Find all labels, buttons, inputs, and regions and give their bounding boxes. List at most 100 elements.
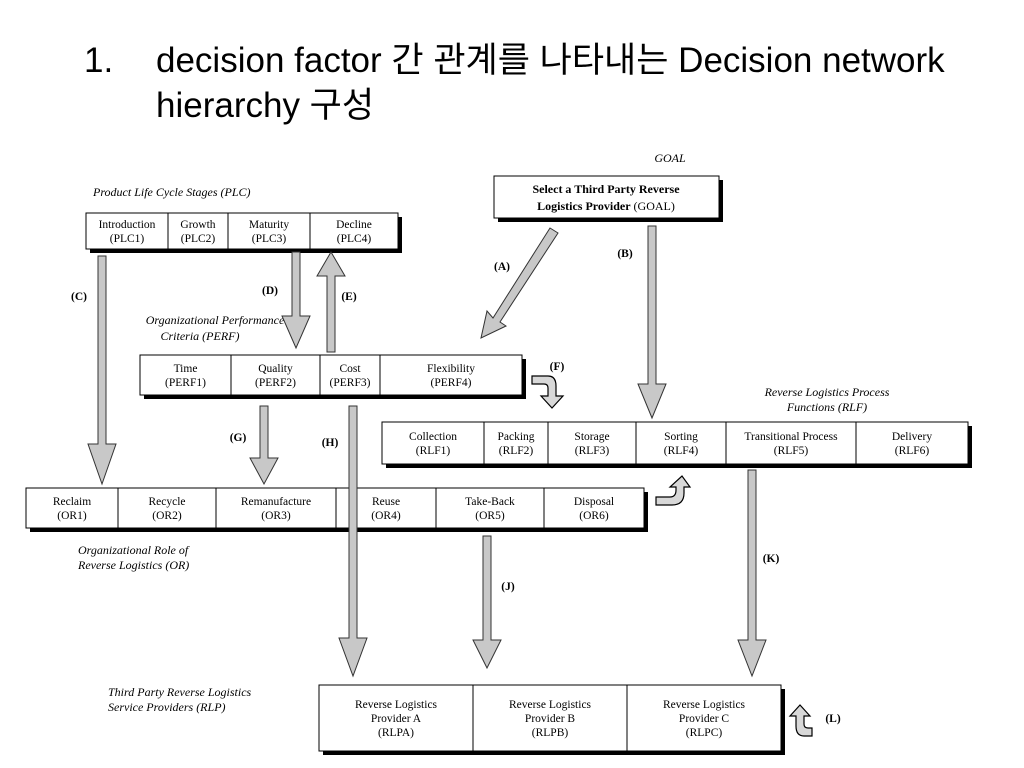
- rlf-cell-text: (RLF5): [774, 445, 809, 457]
- plc-cell-text: Maturity: [249, 219, 289, 231]
- perf-caption-line1: Organizational Performance: [146, 313, 285, 327]
- rlp-caption-line2: Service Providers (RLP): [108, 700, 226, 714]
- goal-caption: GOAL: [654, 151, 686, 165]
- label-b: (B): [617, 248, 633, 260]
- rlf-cell-text: (RLF4): [664, 445, 699, 457]
- label-e: (E): [341, 291, 357, 303]
- rlp-cell-text: Reverse Logistics: [355, 699, 438, 711]
- or-cell-text: (OR1): [57, 510, 87, 522]
- arrow-c: [87, 255, 117, 486]
- perf-cell-text: (PERF3): [330, 377, 371, 389]
- plc-box-group: Introduction (PLC1) Growth (PLC2) Maturity (P…: [85, 212, 402, 253]
- rlp-cell-text: Reverse Logistics: [663, 699, 746, 711]
- label-f: (F): [550, 361, 565, 373]
- label-k: (K): [763, 553, 780, 565]
- rlf-box-frame: [381, 421, 969, 465]
- or-cell-text: Take-Back: [465, 496, 515, 508]
- goal-line2-bold: Logistics Provider: [537, 199, 631, 213]
- rlp-box-frame: [318, 684, 782, 752]
- or-cell-text: Reclaim: [53, 496, 91, 508]
- or-box-frame: [25, 487, 645, 529]
- perf-cell-text: (PERF4): [431, 377, 472, 389]
- goal-line2-code: (GOAL): [631, 199, 675, 213]
- perf-cell-text: Flexibility: [427, 363, 475, 375]
- label-h: (H): [322, 437, 339, 449]
- or-cell-text: (OR2): [152, 510, 182, 522]
- label-j: (J): [501, 581, 515, 593]
- rlp-cell-text: (RLPA): [378, 727, 414, 739]
- arrow-k: [737, 469, 767, 678]
- plc-caption: Product Life Cycle Stages (PLC): [92, 185, 251, 199]
- rlf-caption-line1: Reverse Logistics Process: [764, 385, 890, 399]
- arrow-b: [637, 225, 667, 420]
- perf-cell-text: (PERF1): [165, 377, 206, 389]
- or-cell-text: Disposal: [574, 496, 614, 508]
- or-caption-line2: Reverse Logistics (OR): [77, 558, 189, 572]
- label-d: (D): [262, 285, 278, 297]
- rlf-cell-text: (RLF2): [499, 445, 534, 457]
- rlp-cell-text: Provider A: [371, 713, 422, 725]
- arrow-h: [338, 405, 368, 678]
- or-cell-text: (OR5): [475, 510, 505, 522]
- rlf-cell-text: (RLF3): [575, 445, 610, 457]
- arrow-j: [472, 535, 502, 670]
- label-c: (C): [71, 291, 87, 303]
- plc-cell-text: Decline: [336, 219, 372, 231]
- plc-cell-text: (PLC4): [337, 233, 372, 245]
- label-l: (L): [825, 713, 841, 725]
- slide-title: 1. decision factor 간 관계를 나타내는 Decision n…: [84, 38, 984, 128]
- or-cell-text: Remanufacture: [241, 496, 311, 508]
- arrow-d: [281, 251, 311, 350]
- rlf-cell-text: Storage: [574, 431, 609, 443]
- goal-line1: Select a Third Party Reverse: [532, 182, 680, 196]
- rlp-cell-text: (RLPB): [532, 727, 569, 739]
- slide-title-text: decision factor 간 관계를 나타내는 Decision netw…: [156, 41, 945, 125]
- label-a: (A): [494, 261, 510, 273]
- label-g: (G): [230, 432, 247, 444]
- or-caption-line1: Organizational Role of: [78, 543, 190, 557]
- rlp-cell-text: Reverse Logistics: [509, 699, 592, 711]
- rlf-caption-line2: Functions (RLF): [786, 400, 867, 414]
- or-cell-text: (OR4): [371, 510, 401, 522]
- perf-cell-text: Cost: [339, 363, 361, 375]
- or-cell-text: (OR3): [261, 510, 291, 522]
- rlf-cell-text: (RLF6): [895, 445, 930, 457]
- perf-cell-text: Quality: [258, 363, 293, 375]
- plc-cell-text: (PLC3): [252, 233, 287, 245]
- perf-caption-line2: Criteria (PERF): [161, 329, 240, 343]
- arrow-g: [249, 405, 279, 486]
- rlp-cell-text: (RLPC): [686, 727, 723, 739]
- rlp-caption-line1: Third Party Reverse Logistics: [108, 685, 252, 699]
- rlf-cell-text: Collection: [409, 431, 457, 443]
- rlp-cell-text: Provider B: [525, 713, 575, 725]
- or-cell-text: (OR6): [579, 510, 609, 522]
- perf-cell-text: (PERF2): [255, 377, 296, 389]
- perf-cell-text: Time: [174, 363, 198, 375]
- rlp-cell-text: Provider C: [679, 713, 729, 725]
- rlf-cell-text: Sorting: [664, 431, 698, 443]
- plc-cell-text: (PLC2): [181, 233, 216, 245]
- arrow-l: [788, 704, 813, 737]
- arrow-f: [531, 375, 565, 409]
- rlf-cell-text: (RLF1): [416, 445, 451, 457]
- or-cell-text: Recycle: [148, 496, 185, 508]
- rlf-cell-text: Transitional Process: [744, 431, 838, 443]
- arrow-or-loop: [655, 475, 692, 506]
- or-box-group: Reclaim (OR1) Recycle (OR2) Remanufacture (OR…: [25, 487, 648, 532]
- goal-line2: Logistics Provider (GOAL): [537, 199, 675, 213]
- plc-cell-text: (PLC1): [110, 233, 145, 245]
- goal-node: GOAL Select a Third Party Reverse Logist…: [493, 151, 723, 222]
- rlf-cell-text: Packing: [497, 431, 534, 443]
- perf-box-frame: [139, 354, 523, 396]
- or-cell-text: Reuse: [372, 496, 400, 508]
- rlf-cell-text: Delivery: [892, 431, 932, 443]
- arrow-a: [480, 227, 559, 339]
- rlf-box-group: Collection (RLF1) Packing (RLF2) Storage (RLF…: [381, 421, 972, 468]
- plc-cell-text: Growth: [180, 219, 215, 231]
- slide-number: 1.: [84, 41, 114, 80]
- perf-box-group: Time (PERF1) Quality (PERF2) Cost (PERF3) Flex…: [139, 354, 526, 399]
- arrow-e: [316, 251, 346, 353]
- plc-cell-text: Introduction: [99, 219, 156, 231]
